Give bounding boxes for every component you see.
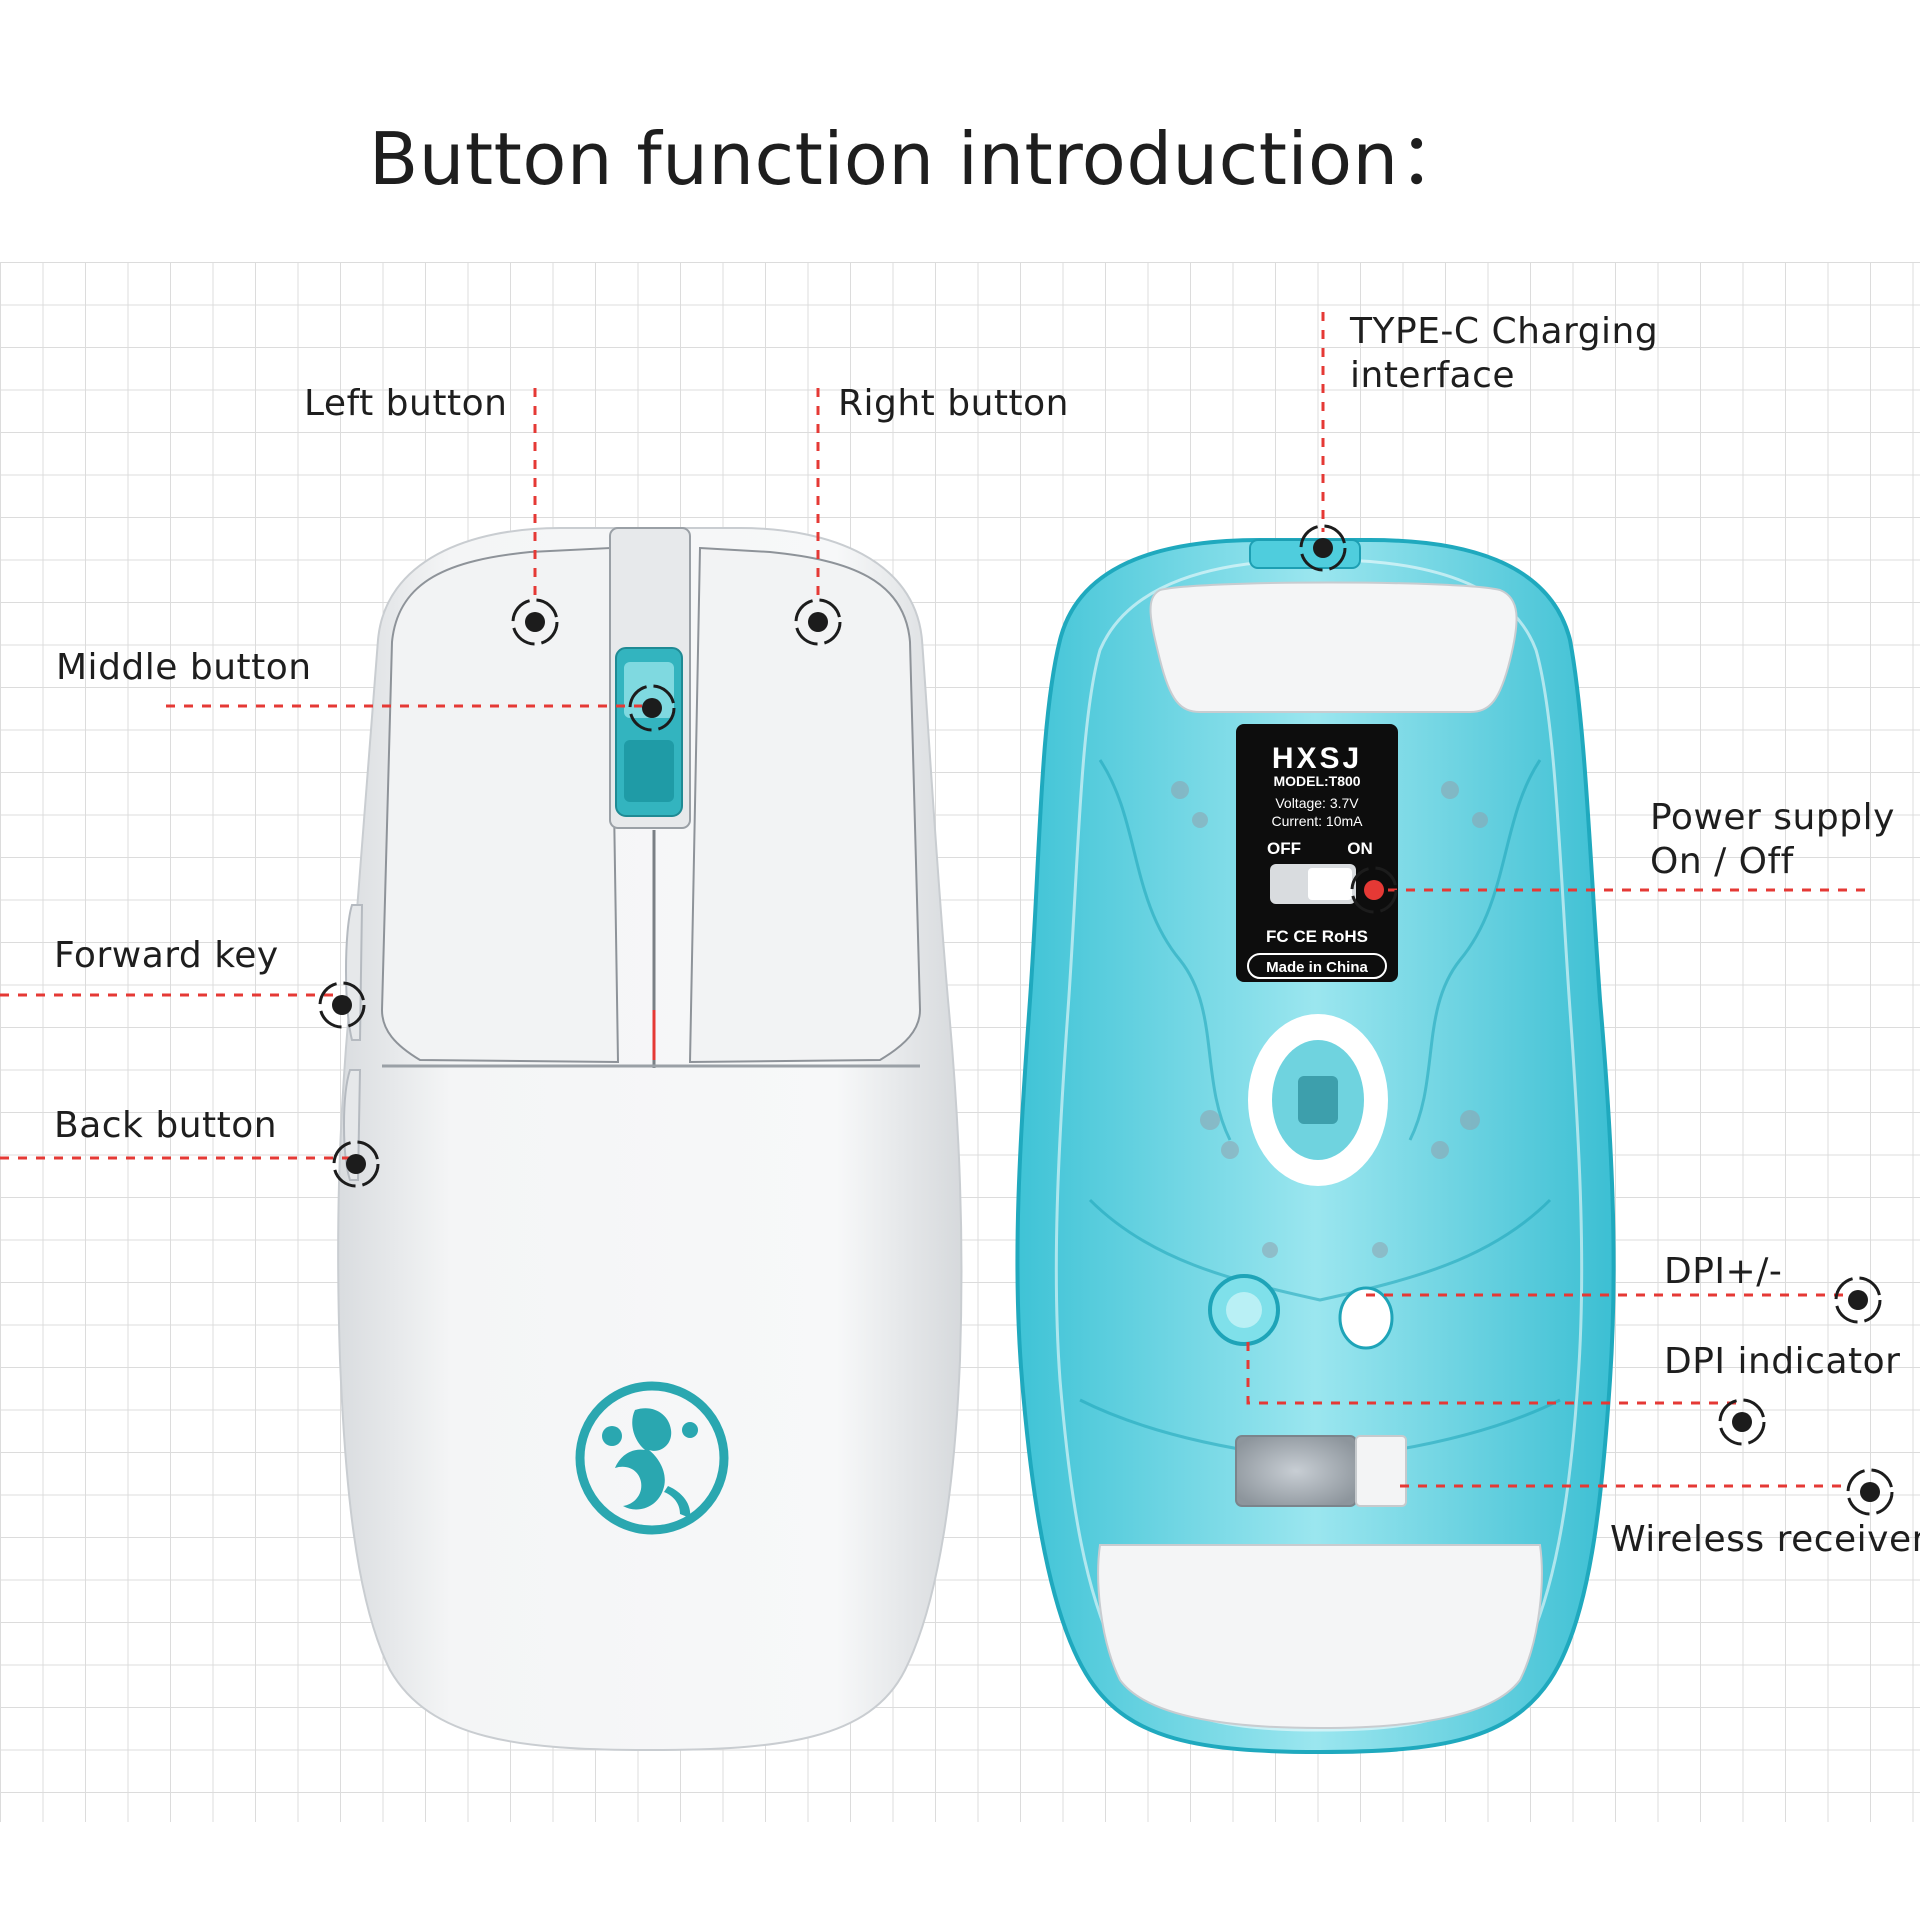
target-marker-icon (1846, 1468, 1894, 1516)
label-dpi-indicator: DPI indicator (1664, 1341, 1901, 1382)
label-wireless-receiver: Wireless receiver (1610, 1519, 1920, 1560)
target-marker-icon (1299, 524, 1347, 572)
label-left-button: Left button (304, 383, 508, 424)
sticker-on: ON (1347, 839, 1373, 858)
mouse-bottom-view (1015, 538, 1616, 1755)
target-markers (318, 524, 1894, 1516)
sticker-current: Current: 10mA (1271, 813, 1363, 829)
target-marker-icon (1834, 1276, 1882, 1324)
sticker-brand: HXSJ (1272, 742, 1362, 775)
target-marker-icon (332, 1140, 380, 1188)
label-typec-line2: interface (1350, 355, 1516, 396)
leader-lines (0, 312, 1870, 1488)
sticker-off: OFF (1267, 839, 1301, 858)
label-power-supply: Power supply On / Off (1650, 796, 1895, 884)
top-skate (1149, 581, 1518, 713)
label-power-line2: On / Off (1650, 841, 1794, 882)
right-click-panel (688, 546, 922, 1064)
mouse-top-view (337, 527, 963, 1752)
target-marker-icon (1718, 1398, 1766, 1446)
dpi-led (1338, 1286, 1394, 1350)
label-middle-button: Middle button (56, 647, 312, 688)
label-sticker (1236, 724, 1398, 982)
back-side-button (343, 1069, 362, 1181)
label-right-button: Right button (838, 383, 1069, 424)
target-marker-icon (794, 598, 842, 646)
page-title: Button function introduction： (368, 117, 1472, 201)
label-power-line1: Power supply (1650, 797, 1895, 838)
target-marker-icon (1350, 866, 1398, 914)
left-click-panel (380, 546, 620, 1064)
target-marker-icon (511, 598, 559, 646)
target-marker-icon (628, 684, 676, 732)
sticker-model: MODEL:T800 (1273, 773, 1360, 789)
sticker-made-in: Made in China (1266, 959, 1368, 976)
label-typec-line1: TYPE-C Charging (1350, 311, 1659, 352)
label-typec-interface: TYPE-C Charging interface (1350, 310, 1658, 398)
sticker-voltage: Voltage: 3.7V (1275, 795, 1359, 811)
label-forward-key: Forward key (54, 935, 279, 976)
scorpion-logo-icon (575, 1381, 729, 1535)
label-dpi-button: DPI+/- (1664, 1251, 1783, 1292)
wireless-receiver-slot (1235, 1435, 1357, 1507)
sticker-certs: FC CE RoHS (1266, 927, 1368, 946)
target-marker-icon (318, 981, 366, 1029)
label-back-button: Back button (54, 1105, 278, 1146)
bottom-skate (1097, 1544, 1543, 1730)
